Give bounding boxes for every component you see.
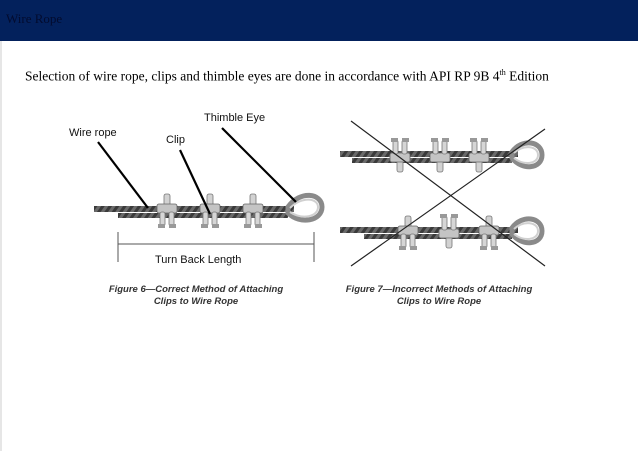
header-bar: Wire Rope [0, 0, 638, 41]
thimble-eye-label: Thimble Eye [204, 112, 266, 124]
correct-method-figure [94, 127, 325, 262]
clip-1 [156, 193, 178, 229]
header-title: Wire Rope [6, 11, 63, 26]
wire-rope-pointer [97, 141, 149, 209]
left-border [0, 41, 2, 451]
figure-7-caption-line2: Clips to Wire Rope [396, 296, 482, 307]
thimble-eye [285, 192, 325, 223]
clip-top-3 [468, 137, 490, 173]
turn-back-length-label: Turn Back Length [155, 254, 242, 266]
wire-rope-label: Wire rope [69, 127, 117, 139]
cross-out-line-2 [350, 128, 546, 267]
clip-pointer [179, 149, 211, 215]
intro-superscript: th [499, 68, 506, 77]
clip-label: Clip [166, 134, 185, 146]
figure-7-caption: Figure 7—Incorrect Methods of Attaching … [334, 284, 544, 308]
figure-6-caption: Figure 6—Correct Method of Attaching Cli… [96, 284, 296, 308]
wire-rope-main [94, 206, 294, 212]
figure-7-caption-line1: Figure 7—Incorrect Methods of Attaching [345, 284, 533, 295]
intro-text-main: Selection of wire rope, clips and thimbl… [25, 68, 500, 84]
clip-bottom-3 [478, 215, 500, 251]
clip-top-1 [389, 137, 411, 173]
wire-rope-top-main [340, 151, 518, 157]
wire-rope-bottom-main [340, 227, 518, 233]
intro-text: Selection of wire rope, clips and thimbl… [25, 68, 549, 85]
figure-6-caption-line1: Figure 6—Correct Method of Attaching [108, 284, 284, 295]
figure-6-caption-line2: Clips to Wire Rope [153, 296, 239, 307]
cross-out-line-1 [350, 120, 546, 267]
intro-text-end: Edition [505, 68, 549, 84]
thimble-eye-bottom [509, 216, 545, 246]
clip-bottom-2 [438, 213, 460, 249]
incorrect-method-figure [340, 120, 546, 267]
wire-rope-bottom-tail [364, 234, 512, 239]
thimble-pointer [221, 127, 297, 203]
clip-3 [242, 193, 264, 229]
clip-top-2 [429, 137, 451, 173]
